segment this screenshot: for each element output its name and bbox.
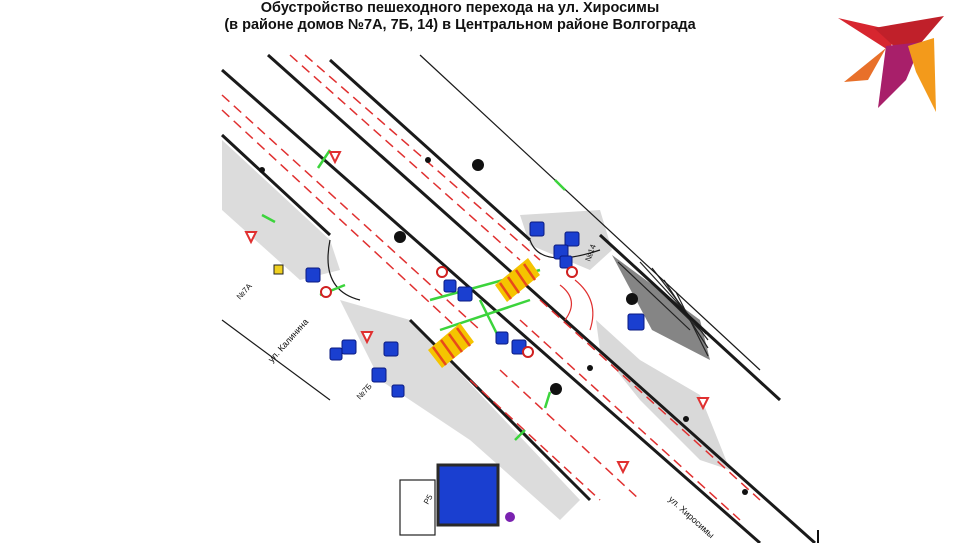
- black-markers: [259, 157, 748, 495]
- road-borders: [220, 53, 816, 543]
- lane-markings: [221, 54, 761, 521]
- page-title: Обустройство пешеходного перехода на ул.…: [0, 0, 920, 34]
- house-label-b: №7Б: [355, 382, 374, 402]
- building-blue: [436, 463, 500, 527]
- turn-lines: [559, 279, 594, 331]
- pedestrian-crossing-upper: [495, 258, 540, 302]
- building-label: Р5: [422, 493, 435, 506]
- sidewalk-right: [596, 320, 730, 470]
- purple-marker: [505, 512, 515, 522]
- building-outline: [399, 479, 436, 536]
- prohibition-signs: [320, 266, 578, 358]
- title-line-1: Обустройство пешеходного перехода на ул.…: [260, 0, 660, 16]
- sidewalk-left-lower: [340, 300, 580, 520]
- hatched-curb-right: [612, 255, 710, 360]
- street-main-label: ул. Хиросимы: [667, 494, 717, 540]
- title-line-2: (в районе домов №7А, 7Б, 14) в Центральн…: [224, 17, 696, 33]
- thin-lines: [221, 54, 761, 401]
- blue-road-signs: [305, 221, 645, 398]
- yellow-marker: [273, 264, 284, 275]
- pedestrian-crossing-lower: [428, 323, 474, 368]
- sidewalk-left: [222, 140, 340, 280]
- green-markings: [261, 149, 566, 441]
- warning-triangles: [244, 151, 710, 475]
- bird-logo-icon: [838, 16, 944, 112]
- house-label-a: №7А: [235, 281, 254, 301]
- street-side-label: ул. Калинина: [266, 317, 310, 365]
